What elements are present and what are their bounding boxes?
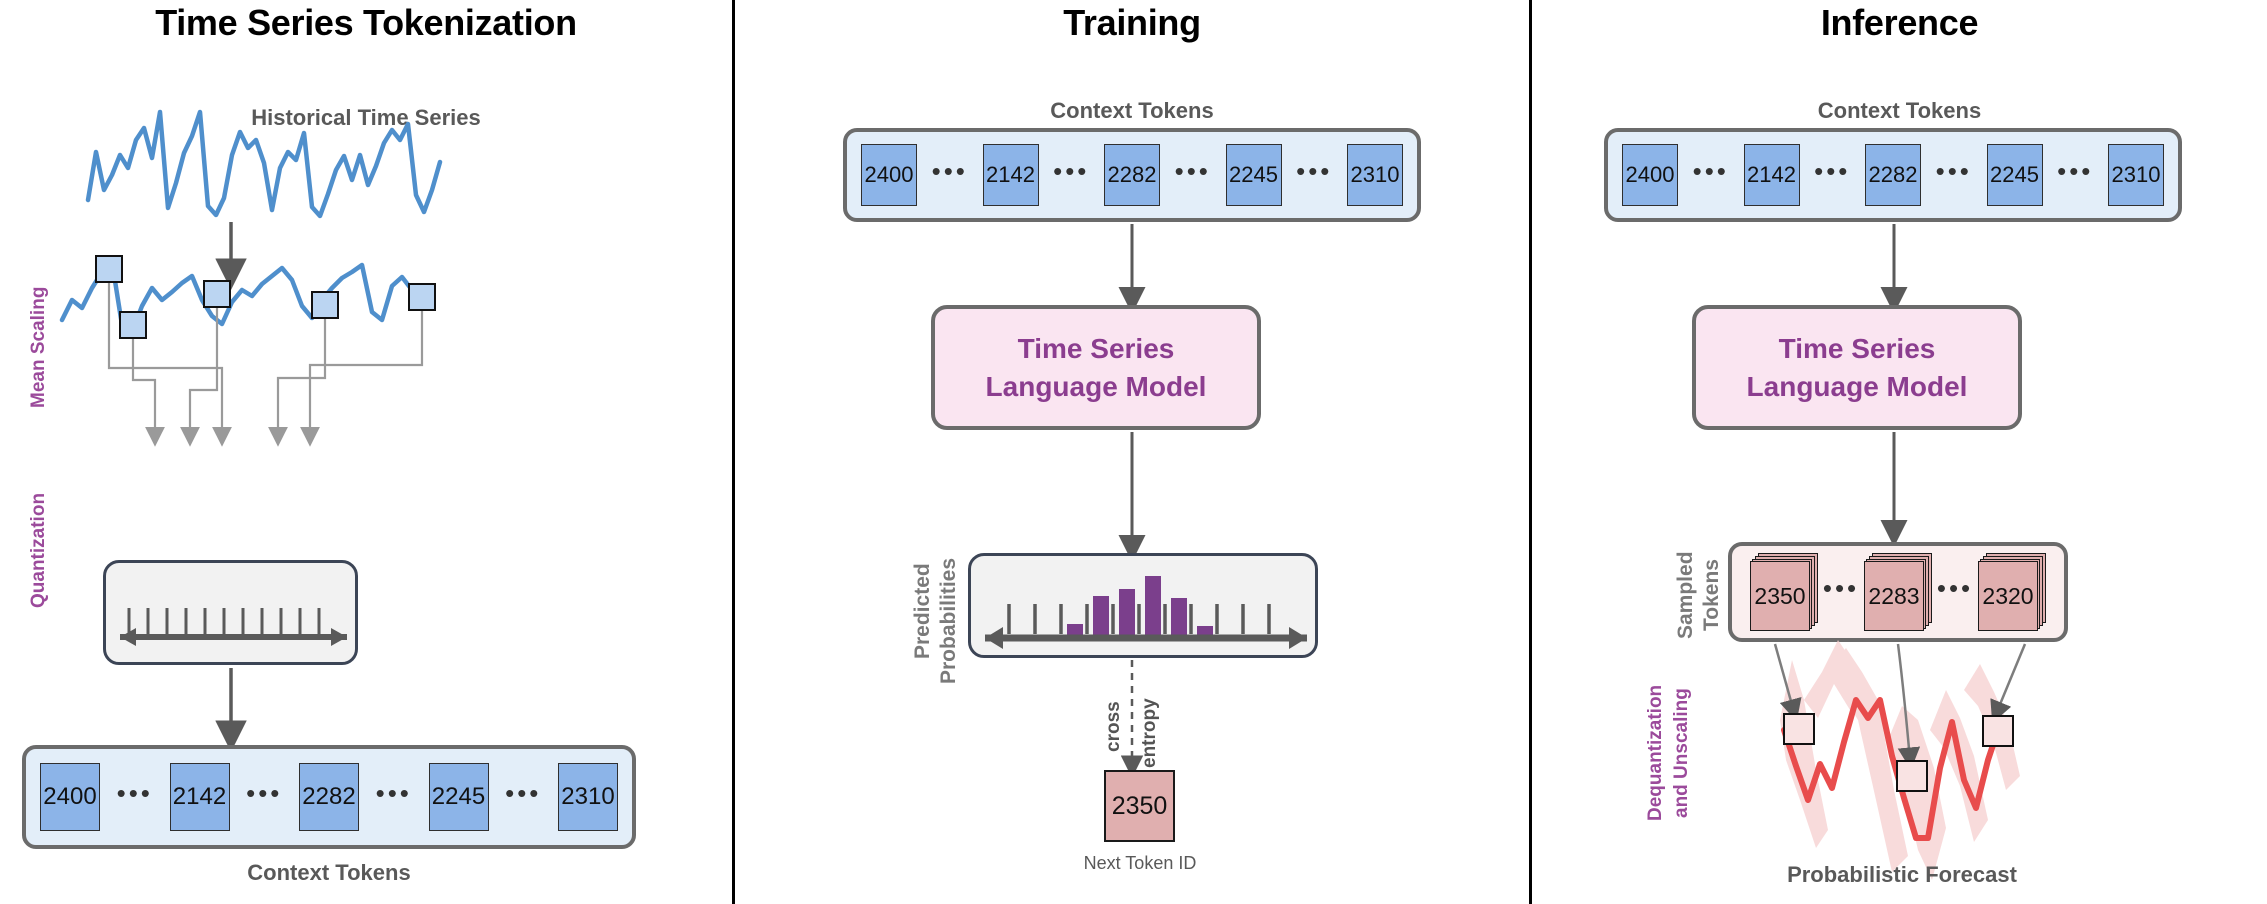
quantize-sample-marker (408, 283, 436, 311)
forecast-point-marker (1783, 713, 1815, 745)
cross-entropy-connector (1120, 660, 1144, 778)
ellipsis: ••• (2057, 156, 2094, 186)
panel-divider-right (1529, 0, 1532, 904)
token-chip[interactable]: 2282 (299, 763, 359, 831)
token-chip[interactable]: 2245 (428, 763, 489, 831)
panel-inference: Inference Context Tokens 2400 ••• 2142 •… (1532, 0, 2267, 904)
context-tokens-label-right: Context Tokens (1817, 98, 1982, 123)
sampled-tokens-box: 2350 ••• 2283 ••• 2320 (1728, 542, 2068, 642)
panel-training: Training Context Tokens 2400 ••• 2142 ••… (735, 0, 1529, 904)
cross-entropy-label-line1: cross (1103, 701, 1124, 753)
arrow-context-to-model-middle (1118, 224, 1146, 314)
sampled-token-value: 2350 (1750, 561, 1810, 631)
sampled-token-value: 2320 (1978, 561, 2038, 631)
token-chip[interactable]: 2142 (1743, 144, 1800, 206)
panel-divider-left (732, 0, 735, 904)
token-chip[interactable]: 2310 (1347, 144, 1403, 206)
sampled-token-value: 2283 (1864, 561, 1924, 631)
token-chip[interactable]: 2245 (1225, 144, 1282, 206)
token-chip[interactable]: 2142 (982, 144, 1039, 206)
probabilistic-forecast-caption: Probabilistic Forecast (1787, 862, 2017, 887)
quantization-axis-box (103, 560, 358, 665)
token-chip[interactable]: 2282 (1104, 144, 1160, 206)
context-tokens-box-middle: 2400 ••• 2142 ••• 2282 ••• 2245 ••• 2310 (843, 128, 1421, 222)
predicted-probabilities-box (968, 553, 1318, 658)
forecast-point-marker (1982, 715, 2014, 747)
panel-title-training: Training (1063, 2, 1201, 43)
ellipsis: ••• (1936, 573, 1974, 603)
model-title-line1: Time Series (1778, 332, 1936, 364)
token-chip[interactable]: 2400 (861, 144, 917, 206)
arrow-mean-scaling (215, 222, 247, 290)
token-chip[interactable]: 2400 (40, 763, 100, 831)
arrow-model-to-probs (1118, 432, 1146, 562)
panel-title-inference: Inference (1820, 2, 1979, 43)
model-title-line2: Language Model (985, 370, 1207, 402)
historical-series-plot (85, 109, 443, 219)
quantization-routing-lines (107, 283, 424, 447)
ellipsis: ••• (505, 778, 542, 808)
arrow-model-to-sampled (1880, 432, 1908, 547)
context-tokens-caption-left: Context Tokens (247, 860, 411, 885)
probability-histogram (985, 576, 1307, 649)
ellipsis: ••• (1692, 156, 1729, 186)
model-title-line1: Time Series (1017, 332, 1175, 364)
token-chip[interactable]: 2310 (558, 763, 618, 831)
context-tokens-box-right: 2400 ••• 2142 ••• 2282 ••• 2245 ••• 2310 (1604, 128, 2182, 222)
quantize-sample-marker (119, 311, 147, 339)
context-tokens-label-middle: Context Tokens (1050, 98, 1214, 123)
ellipsis: ••• (116, 778, 153, 808)
ellipsis: ••• (1053, 156, 1090, 186)
quantize-sample-marker (203, 280, 231, 308)
quantize-sample-marker (311, 291, 339, 319)
ellipsis: ••• (931, 156, 968, 186)
model-title-line2: Language Model (1746, 370, 1968, 402)
token-chip[interactable]: 2142 (169, 763, 230, 831)
arrow-context-to-model-right (1880, 224, 1908, 314)
ellipsis: ••• (246, 778, 283, 808)
next-token-id-caption: Next Token ID (1083, 853, 1197, 873)
ellipsis: ••• (1296, 156, 1333, 186)
token-chip[interactable]: 2400 (1622, 144, 1678, 206)
next-token-id-chip[interactable]: 2350 (1104, 770, 1175, 842)
time-series-language-model-middle: Time Series Language Model (931, 305, 1261, 430)
sampled-token-stack[interactable]: 2283 (1864, 553, 1932, 631)
ellipsis: ••• (1822, 573, 1860, 603)
token-chip[interactable]: 2282 (1865, 144, 1921, 206)
ellipsis: ••• (1174, 156, 1211, 186)
ellipsis: ••• (375, 778, 412, 808)
forecast-point-marker (1896, 760, 1928, 792)
quantize-sample-marker (95, 255, 123, 283)
ellipsis: ••• (1935, 156, 1972, 186)
panel-title-tokenization: Time Series Tokenization (155, 2, 577, 43)
context-tokens-box-left: 2400 ••• 2142 ••• 2282 ••• 2245 ••• 2310 (22, 745, 636, 849)
ellipsis: ••• (1814, 156, 1851, 186)
sampled-token-stack[interactable]: 2350 (1750, 553, 1818, 631)
quantization-axis (120, 608, 347, 646)
token-chip[interactable]: 2310 (2108, 144, 2164, 206)
panel-tokenization: Time Series Tokenization Historical Time… (0, 0, 732, 904)
token-chip[interactable]: 2245 (1986, 144, 2043, 206)
probability-bars (1067, 576, 1213, 636)
sampled-token-stack[interactable]: 2320 (1978, 553, 2046, 631)
time-series-language-model-right: Time Series Language Model (1692, 305, 2022, 430)
historical-series-label: Historical Time Series (251, 105, 481, 130)
cross-entropy-label-line2: entropy (1139, 698, 1160, 768)
arrow-quantization-to-tokens (215, 668, 247, 752)
